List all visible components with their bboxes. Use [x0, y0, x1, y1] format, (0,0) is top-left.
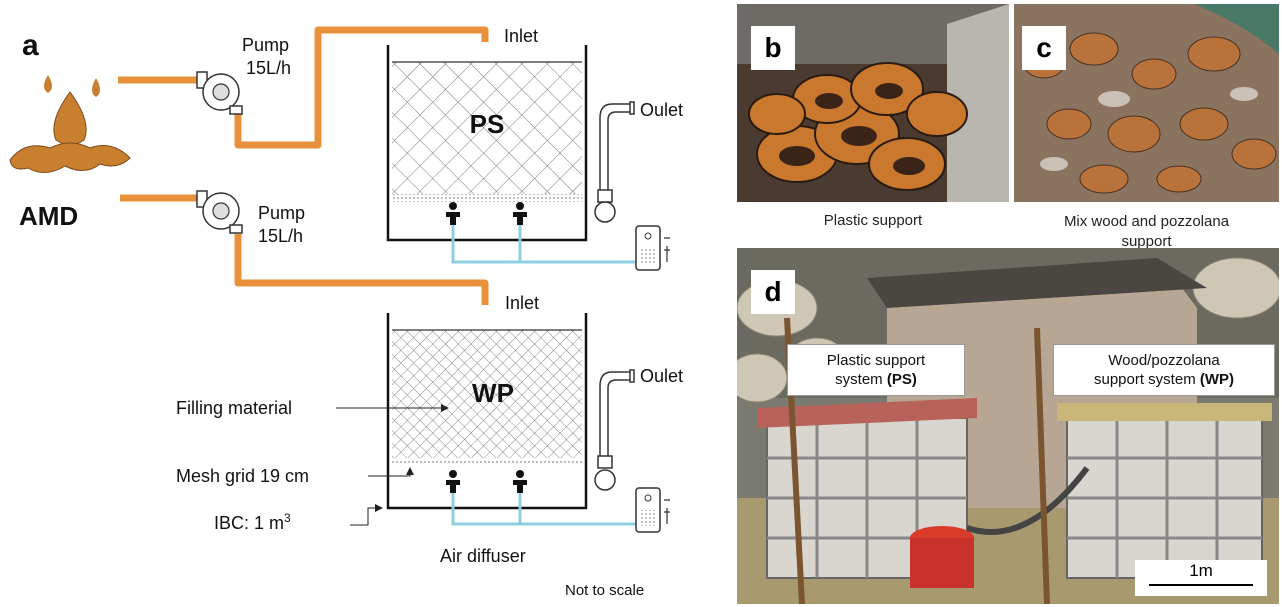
- scale-bar-label: 1m: [1189, 561, 1213, 580]
- ps-air-line: [451, 222, 636, 264]
- ps-outlet-pipe: [594, 101, 635, 223]
- amd-droplet-icon: [9, 75, 131, 173]
- panel-b-photo: b: [737, 4, 1009, 202]
- wp-diffuser-icons: [446, 470, 527, 493]
- mesh-arrow: [368, 467, 414, 477]
- ps-system-label: Plastic support system (PS): [787, 344, 965, 396]
- panel-b-caption: Plastic support: [823, 212, 923, 229]
- ibc-label: IBC: 1 m3: [214, 511, 291, 533]
- air-diffuser-label: Air diffuser: [440, 546, 526, 566]
- amd-label: AMD: [19, 201, 78, 231]
- pump-top-label-2: 15L/h: [246, 58, 291, 78]
- panel-b-letter: b: [751, 26, 795, 70]
- ps-air-pump-icon: [635, 225, 670, 271]
- field-site-image: [737, 248, 1279, 604]
- wp-air-line: [451, 490, 636, 526]
- pump-bottom-label-1: Pump: [258, 203, 305, 223]
- wp-system-label-line2: support system (WP): [1093, 371, 1235, 388]
- wp-label: WP: [472, 378, 514, 408]
- pipe-to-ps: [234, 26, 489, 149]
- not-to-scale-label: Not to scale: [565, 582, 644, 599]
- panel-a-schematic: a AMD Pump 15L/h: [9, 26, 683, 599]
- reactor-ps: [386, 45, 588, 242]
- panel-c-caption: Mix wood and pozzolana support: [1014, 212, 1279, 252]
- pipe-to-wp: [234, 234, 489, 305]
- ps-label: PS: [470, 109, 505, 139]
- pump-top-icon: [196, 71, 243, 115]
- wp-system-label: Wood/pozzolana support system (WP): [1053, 344, 1275, 396]
- wp-outlet-label: Oulet: [640, 366, 683, 386]
- ibc-arrow: [350, 504, 383, 526]
- panel-a-letter: a: [22, 29, 39, 62]
- panel-c-caption-line2: support: [1121, 233, 1172, 250]
- wp-outlet-pipe: [594, 369, 635, 491]
- ps-inlet-label: Inlet: [504, 26, 538, 46]
- ps-system-label-line1: Plastic support: [826, 352, 926, 369]
- mesh-grid-label: Mesh grid 19 cm: [176, 466, 309, 486]
- wp-ibc-tank: [1057, 403, 1272, 579]
- panel-d-photo: d Plastic support system (PS) Wood/pozzo…: [737, 248, 1279, 604]
- scale-bar: 1m: [1135, 560, 1267, 596]
- panel-d-letter: d: [751, 270, 795, 314]
- ps-diffuser-icons: [446, 202, 527, 225]
- wp-inlet-label: Inlet: [505, 293, 539, 313]
- wp-system-label-line1: Wood/pozzolana: [1108, 352, 1220, 369]
- pump-bottom-icon: [196, 190, 243, 234]
- panel-c-letter: c: [1022, 26, 1066, 70]
- scale-bar-line: [1149, 584, 1253, 586]
- ps-outlet-label: Oulet: [640, 100, 683, 120]
- panel-c-photo: c: [1014, 4, 1279, 202]
- pump-top-label-1: Pump: [242, 35, 289, 55]
- pump-bottom-label-2: 15L/h: [258, 226, 303, 246]
- filling-material-label: Filling material: [176, 398, 292, 418]
- panel-c-caption-line1: Mix wood and pozzolana: [1063, 213, 1230, 230]
- ps-system-label-line2: system (PS): [835, 371, 917, 388]
- wp-air-pump-icon: [635, 487, 670, 533]
- reactor-wp: [386, 313, 588, 510]
